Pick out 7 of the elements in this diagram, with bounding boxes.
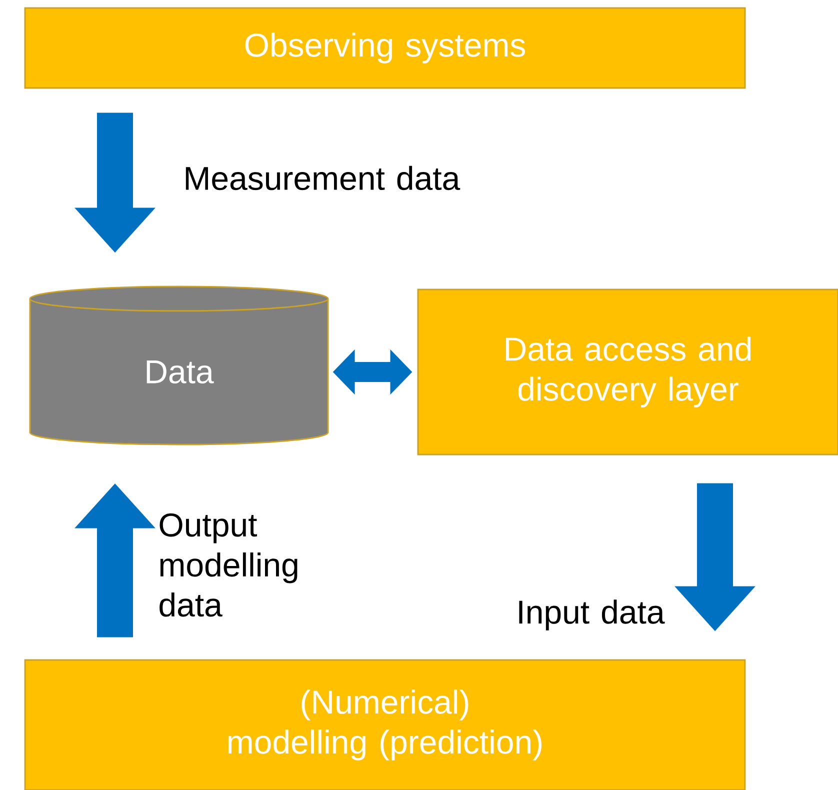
process-box: (Numerical) modelling (prediction) — [24, 659, 746, 790]
process-box: Observing systems — [24, 7, 746, 89]
edge-label: Measurement data — [186, 166, 460, 190]
edge-label: Input data — [519, 600, 665, 630]
edge-label: Output modelling data — [160, 513, 298, 617]
database-cylinder: Data — [29, 286, 329, 446]
process-box: Data access and discovery layer — [417, 288, 838, 456]
